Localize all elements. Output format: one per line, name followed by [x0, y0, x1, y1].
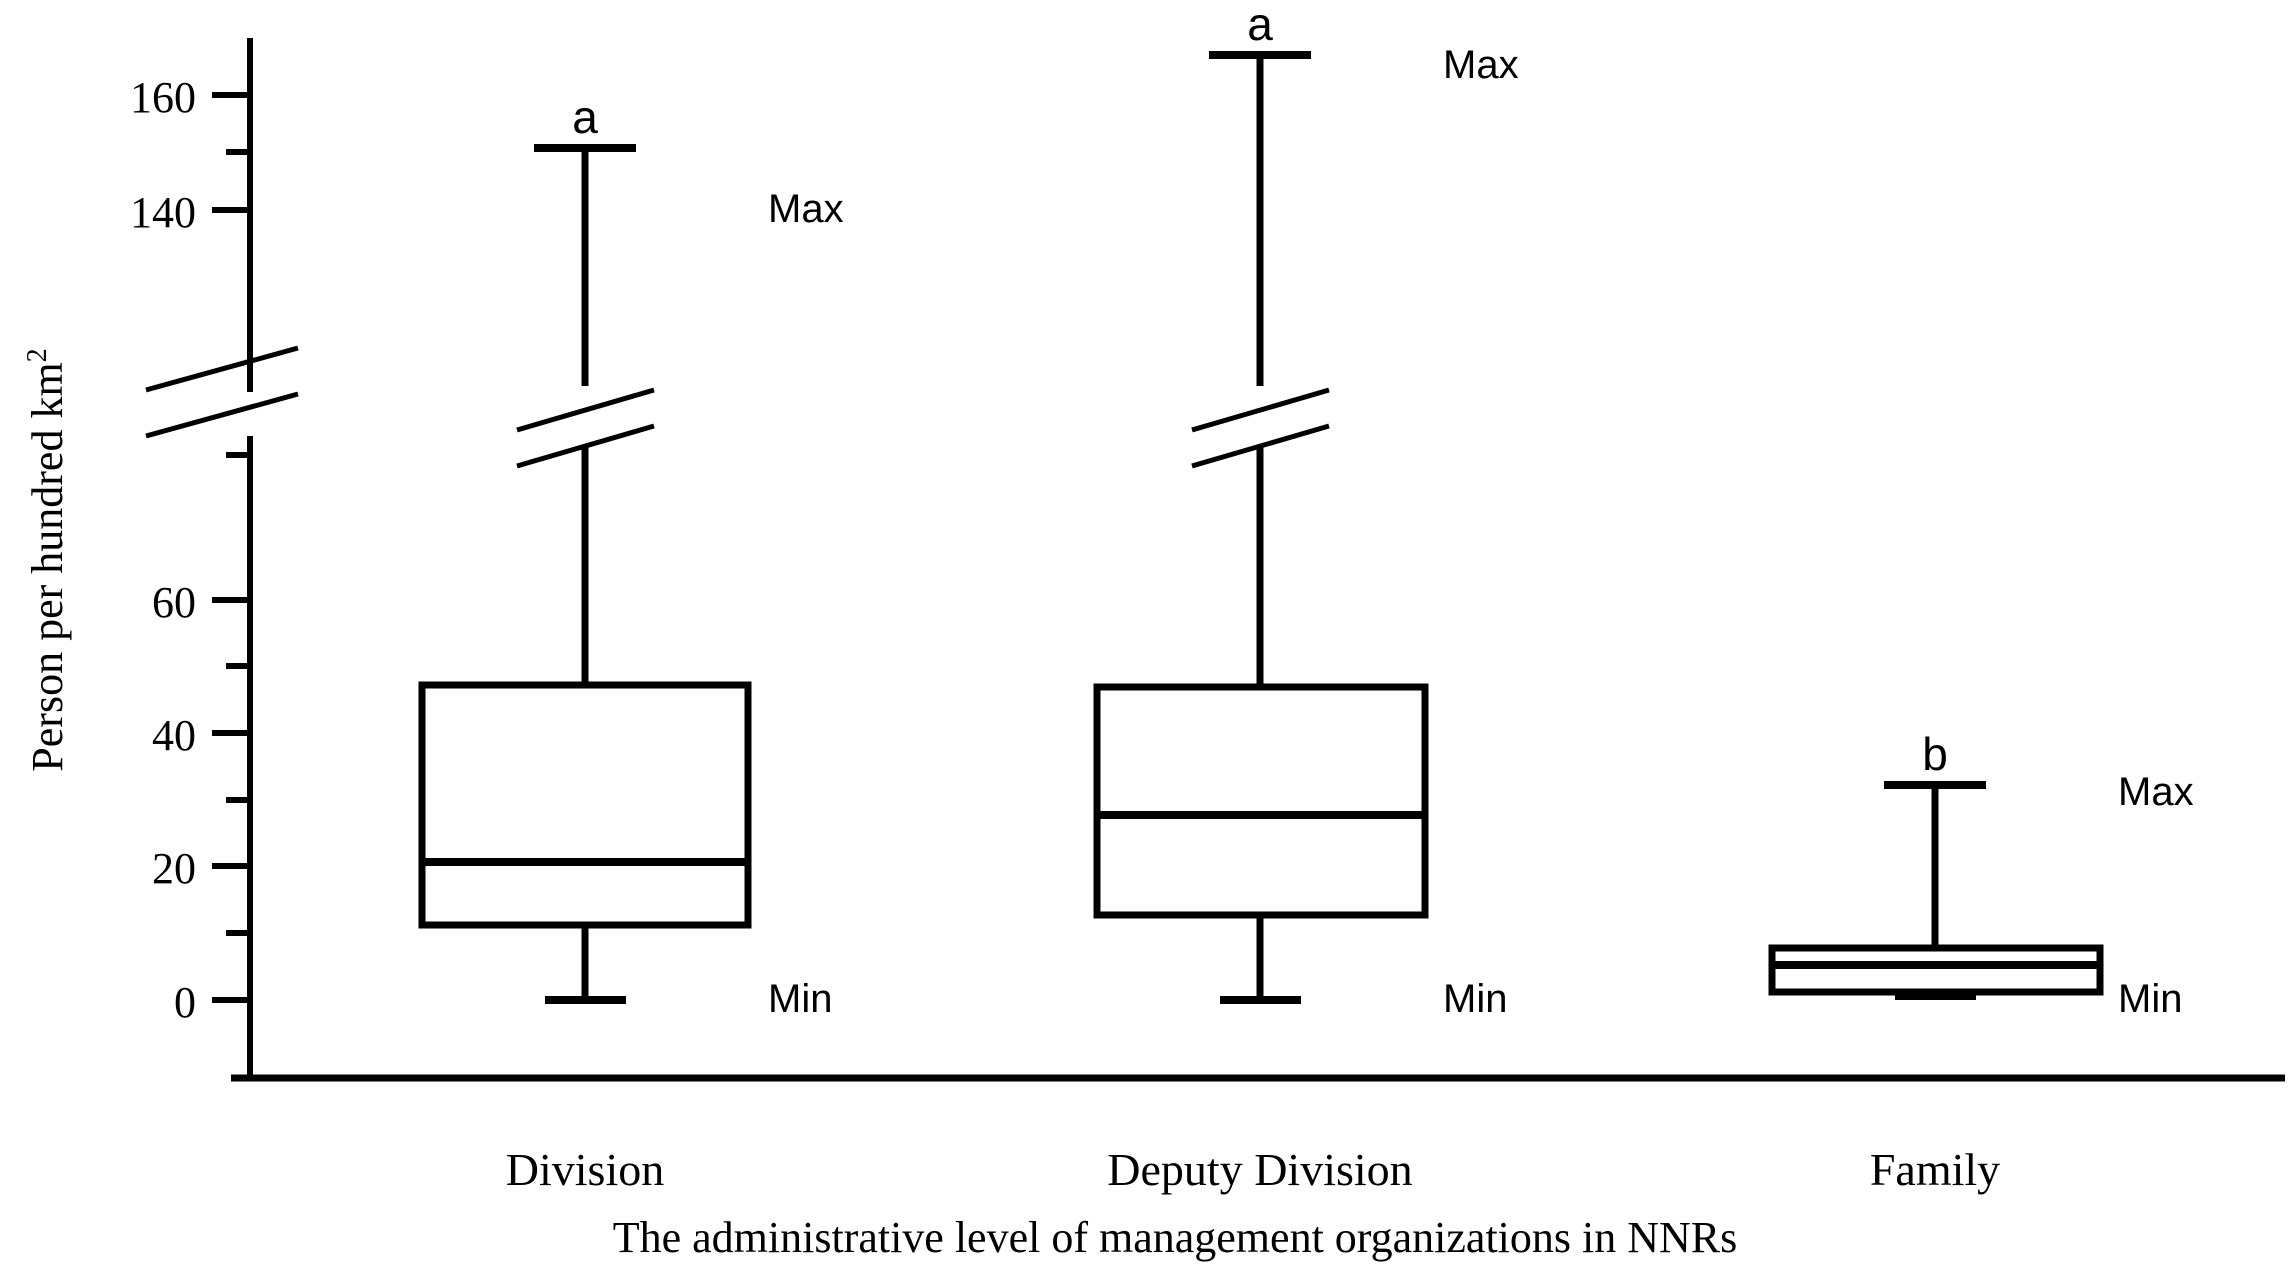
max-label-family: Max	[2118, 770, 2194, 814]
x-axis-category-labels: Division Deputy Division Family	[506, 1144, 2000, 1195]
significance-letter-division: a	[572, 91, 598, 143]
y-tick-label-20: 20	[152, 844, 196, 893]
box-group-deputy-division[interactable]: a Max Min	[1093, 0, 1519, 1021]
axes-group: 160 140 60 40 20 0	[130, 38, 2285, 1082]
whisker-break-icon-division	[516, 387, 655, 469]
box-body-deputy-division[interactable]	[1093, 683, 1429, 919]
y-axis-break-icon	[145, 345, 299, 439]
min-label-family: Min	[2118, 977, 2182, 1021]
x-tick-label-division: Division	[506, 1144, 664, 1195]
box-group-family[interactable]: b Max Min	[1768, 728, 2194, 1021]
box-group-division[interactable]: a Max Min	[418, 91, 844, 1021]
y-tick-label-140: 140	[130, 188, 196, 237]
x-tick-label-family: Family	[1870, 1144, 2000, 1195]
x-axis-title: The administrative level of management o…	[613, 1213, 1738, 1262]
y-tick-label-60: 60	[152, 578, 196, 627]
y-axis-minor-ticks	[226, 149, 250, 936]
whisker-break-icon-deputy-division	[1191, 387, 1330, 469]
max-label-division: Max	[768, 187, 844, 231]
y-tick-label-160: 160	[130, 73, 196, 122]
box-body-family[interactable]	[1768, 944, 2104, 996]
x-tick-label-deputy-division: Deputy Division	[1107, 1144, 1412, 1195]
y-axis-title-text: Person per hundred km	[23, 362, 72, 771]
y-tick-label-0: 0	[174, 978, 196, 1027]
y-axis-title-superscript: 2	[22, 348, 53, 362]
y-axis-title: Person per hundred km2	[22, 348, 72, 771]
y-axis-title-group: Person per hundred km2	[22, 348, 72, 771]
significance-letter-deputy-division: a	[1247, 0, 1273, 50]
y-axis-major-ticks	[212, 92, 250, 1003]
y-tick-label-40: 40	[152, 711, 196, 760]
min-label-division: Min	[768, 977, 832, 1021]
box-body-division[interactable]	[418, 681, 752, 929]
max-label-deputy-division: Max	[1443, 43, 1519, 87]
min-label-deputy-division: Min	[1443, 977, 1507, 1021]
significance-letter-family: b	[1922, 728, 1948, 780]
